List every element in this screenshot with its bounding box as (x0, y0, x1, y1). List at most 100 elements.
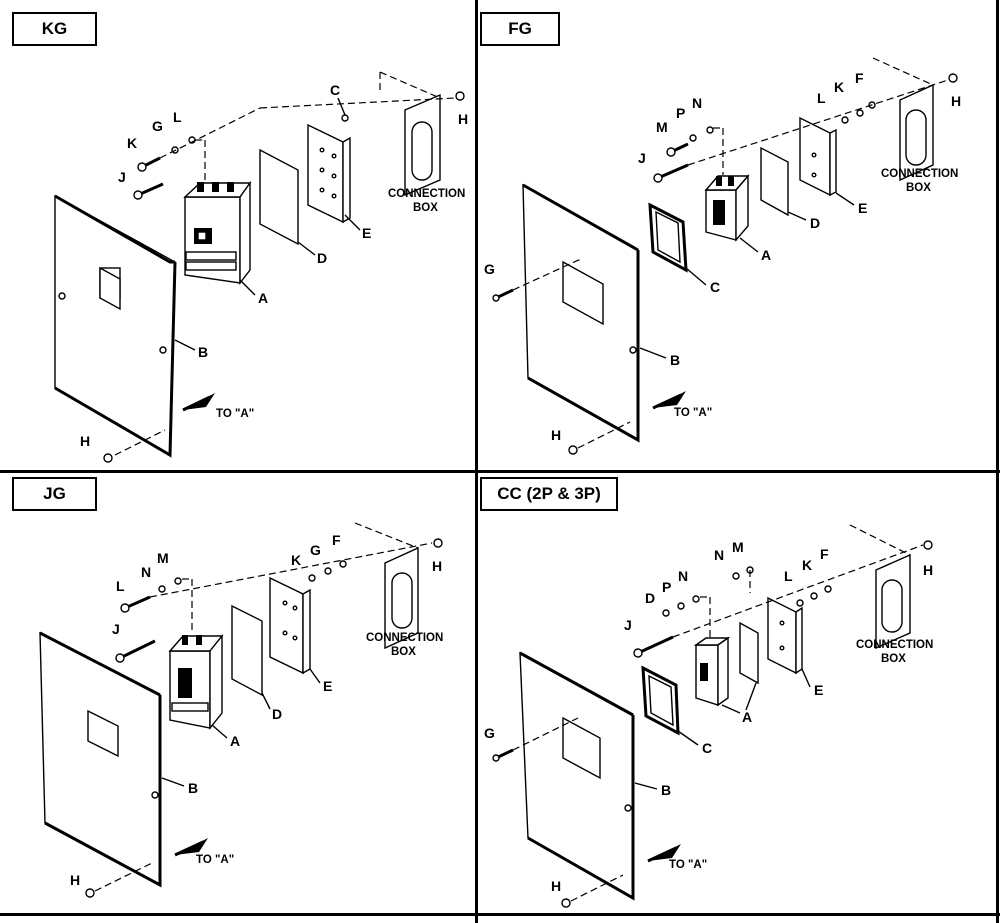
hardware-fasteners (492, 73, 958, 455)
connection-box-label-line2: BOX (391, 646, 416, 658)
label-h-top: H (951, 93, 961, 109)
connection-box-label-line2: BOX (881, 653, 906, 665)
label-a: A (742, 709, 752, 725)
label-h-top: H (458, 111, 468, 127)
jg-exploded-view: A B D E H H J L N M K G F CONNECTION BOX… (39, 522, 443, 898)
cover-plate-b (39, 631, 162, 888)
label-j: J (118, 169, 126, 185)
circuit-breaker-a (168, 634, 224, 730)
label-l: L (173, 109, 182, 125)
label-m: M (732, 539, 744, 555)
label-a: A (761, 247, 771, 263)
label-b: B (198, 344, 208, 360)
label-d: D (645, 590, 655, 606)
label-e: E (362, 225, 371, 241)
label-g: G (484, 261, 495, 277)
connection-box-label-line1: CONNECTION (366, 632, 443, 644)
label-b: B (670, 352, 680, 368)
label-l: L (817, 90, 826, 106)
quadrant-title-kg: KG (12, 12, 97, 46)
connection-box (872, 57, 934, 182)
label-b: B (661, 782, 671, 798)
connection-box-label-line2: BOX (413, 202, 438, 214)
quadrant-cc: CC (2P & 3P) (478, 473, 996, 913)
cover-plate-b (54, 194, 177, 458)
quadrant-jg: JG (0, 473, 475, 913)
connection-box-label-line2: BOX (906, 182, 931, 194)
bottom-frame-line (0, 913, 1000, 916)
label-k: K (291, 552, 301, 568)
horizontal-divider (0, 470, 1000, 473)
label-h-bottom: H (551, 878, 561, 894)
label-d: D (272, 706, 282, 722)
quadrant-fg: FG (478, 0, 996, 470)
insulator-sheet-d (231, 604, 263, 697)
label-g: G (484, 725, 495, 741)
label-j: J (638, 150, 646, 166)
quadrant-title-fg: FG (480, 12, 560, 46)
mounting-bracket-e (307, 123, 351, 224)
quadrant-kg: KG (0, 0, 475, 470)
label-l: L (116, 578, 125, 594)
label-d: D (317, 250, 327, 266)
to-a-label: TO "A" (674, 407, 712, 419)
label-c: C (702, 740, 712, 756)
label-h-bottom: H (551, 427, 561, 443)
circuit-breaker-a (704, 174, 750, 242)
label-a: A (258, 290, 268, 306)
label-n: N (141, 564, 151, 580)
connection-box-label-line1: CONNECTION (881, 168, 958, 180)
mounting-bracket-e (269, 576, 311, 675)
label-c: C (330, 82, 340, 98)
mounting-bracket-e (799, 116, 837, 197)
label-f: F (332, 532, 341, 548)
label-m: M (157, 550, 169, 566)
hardware-fasteners (492, 540, 933, 908)
right-frame-line (996, 0, 999, 923)
connection-box (379, 71, 441, 197)
label-e: E (858, 200, 867, 216)
label-a: A (230, 733, 240, 749)
mounting-bracket-e (767, 596, 803, 675)
label-p: P (662, 579, 671, 595)
label-e: E (814, 682, 823, 698)
label-n: N (692, 95, 702, 111)
connection-box (354, 522, 419, 650)
connection-box-label-line1: CONNECTION (856, 639, 933, 651)
to-a-label: TO "A" (669, 859, 707, 871)
cover-plate-b (519, 651, 635, 901)
label-l: L (784, 568, 793, 584)
label-h-top: H (432, 558, 442, 574)
connection-box-label-line1: CONNECTION (388, 188, 465, 200)
label-n-second: N (714, 547, 724, 563)
quadrant-title-cc: CC (2P & 3P) (480, 477, 618, 511)
label-j: J (624, 617, 632, 633)
label-k: K (127, 135, 137, 151)
circuit-breaker-a (693, 621, 759, 707)
escutcheon-frame-c (641, 665, 680, 736)
label-k: K (802, 557, 812, 573)
circuit-breaker-a (183, 180, 252, 286)
label-k: K (834, 79, 844, 95)
insulator-sheet-d (259, 148, 299, 246)
to-a-label: TO "A" (216, 408, 254, 420)
label-m: M (656, 119, 668, 135)
label-f: F (855, 70, 864, 86)
label-n-first: N (678, 568, 688, 584)
cc-exploded-view: A B C E G H H J D P N N M L K F CONNECTI… (484, 524, 933, 908)
label-h-bottom: H (70, 872, 80, 888)
insulator-sheet-d (760, 146, 789, 217)
connection-box (849, 524, 911, 650)
vertical-divider (475, 0, 478, 923)
to-a-label: TO "A" (196, 854, 234, 866)
cover-plate-b (522, 183, 640, 443)
label-g: G (152, 118, 163, 134)
label-e: E (323, 678, 332, 694)
label-f: F (820, 546, 829, 562)
label-p: P (676, 105, 685, 121)
kg-exploded-view: A B C D E H H J K G L CONNECTION BOX TO … (54, 71, 468, 463)
label-g: G (310, 542, 321, 558)
fg-exploded-view: A B C D E G H H J M P N L K F CONNECTION… (484, 57, 961, 455)
label-h-bottom: H (80, 433, 90, 449)
